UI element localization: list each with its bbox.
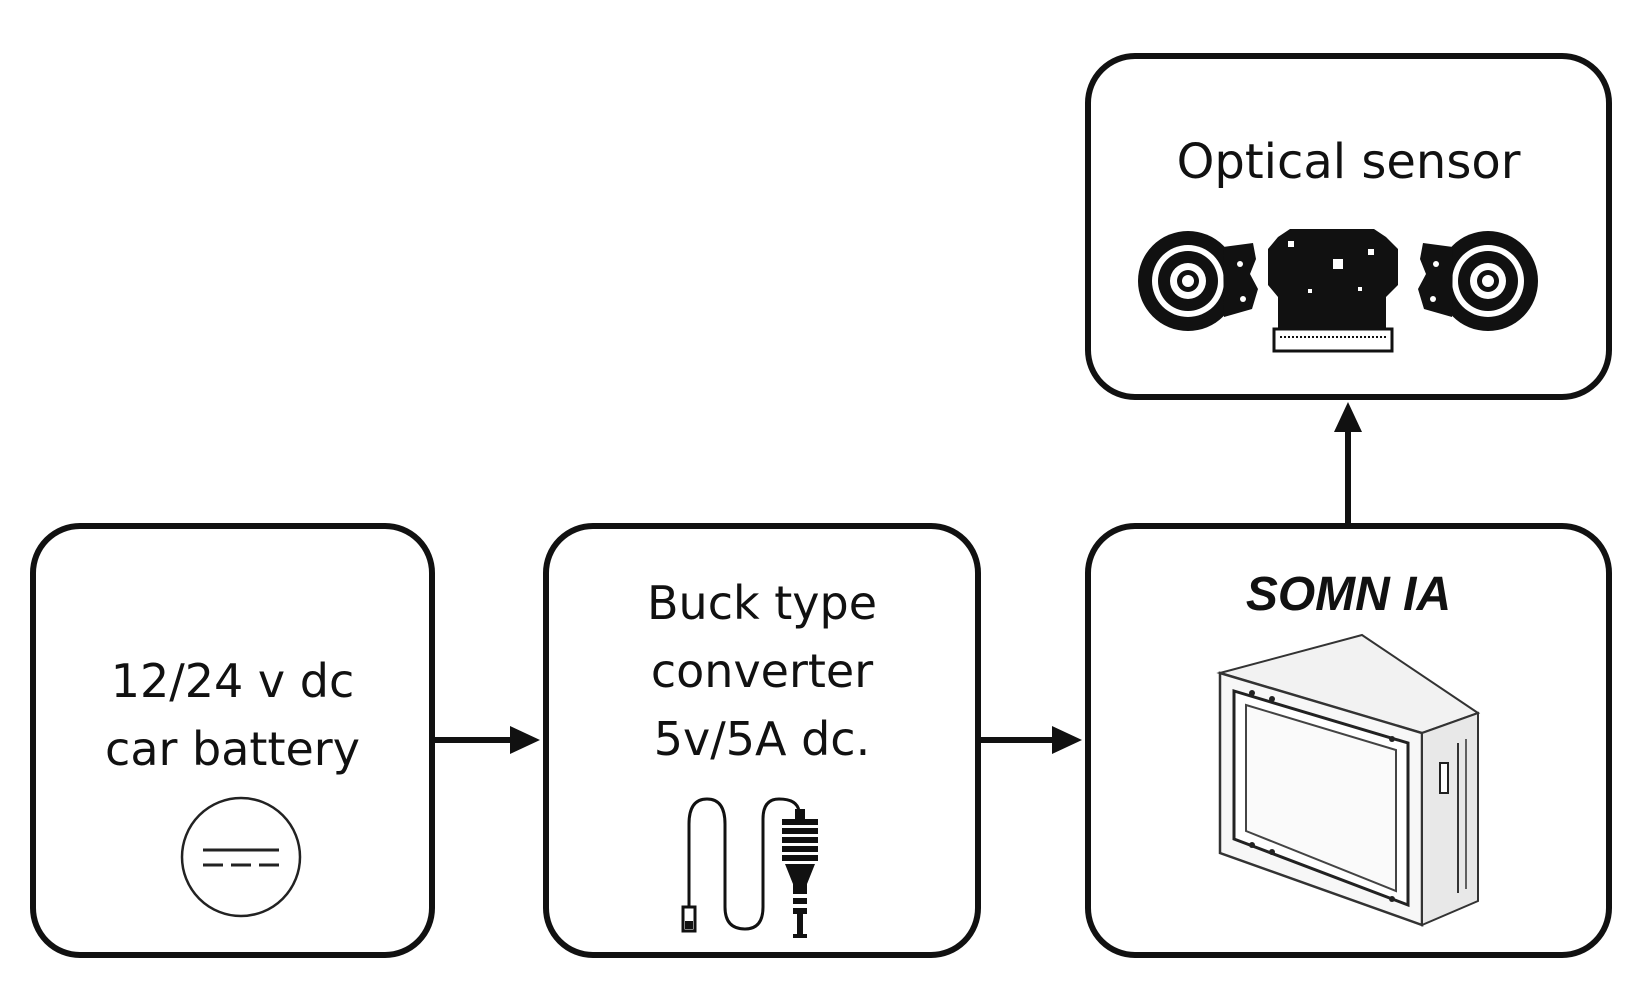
battery-block: 12/24 v dc car battery — [30, 523, 435, 958]
somn-ia-block: SOMN IA — [1085, 523, 1612, 958]
buck-converter-block: Buck type converter 5v/5A dc. — [543, 523, 981, 958]
battery-label-line2: car battery — [105, 722, 360, 776]
buck-label-line3: 5v/5A dc. — [653, 712, 871, 766]
somn-ia-title: SOMN IA — [1245, 568, 1452, 621]
arrow-buck-to-somn — [981, 726, 1082, 754]
battery-label-line1: 12/24 v dc — [110, 654, 355, 708]
left-lens-icon — [1138, 231, 1258, 331]
embedded-computer-icon — [1216, 633, 1481, 927]
arrow-battery-to-buck — [435, 726, 540, 754]
car-charger-cable-icon — [681, 797, 818, 938]
arrow-somn-to-optical — [1334, 402, 1362, 523]
optical-sensor-block: Optical sensor — [1085, 53, 1612, 400]
buck-label-line2: converter — [650, 644, 874, 698]
right-lens-icon — [1418, 231, 1538, 331]
buck-label-line1: Buck type — [646, 576, 878, 630]
optical-sensor-title: Optical sensor — [1176, 134, 1521, 190]
sensor-board-icon — [1268, 229, 1398, 353]
battery-label: 12/24 v dc car battery — [36, 647, 429, 783]
buck-label: Buck type converter 5v/5A dc. — [549, 569, 975, 773]
stereo-camera-icon — [1138, 229, 1538, 353]
dc-symbol-icon — [180, 796, 302, 918]
